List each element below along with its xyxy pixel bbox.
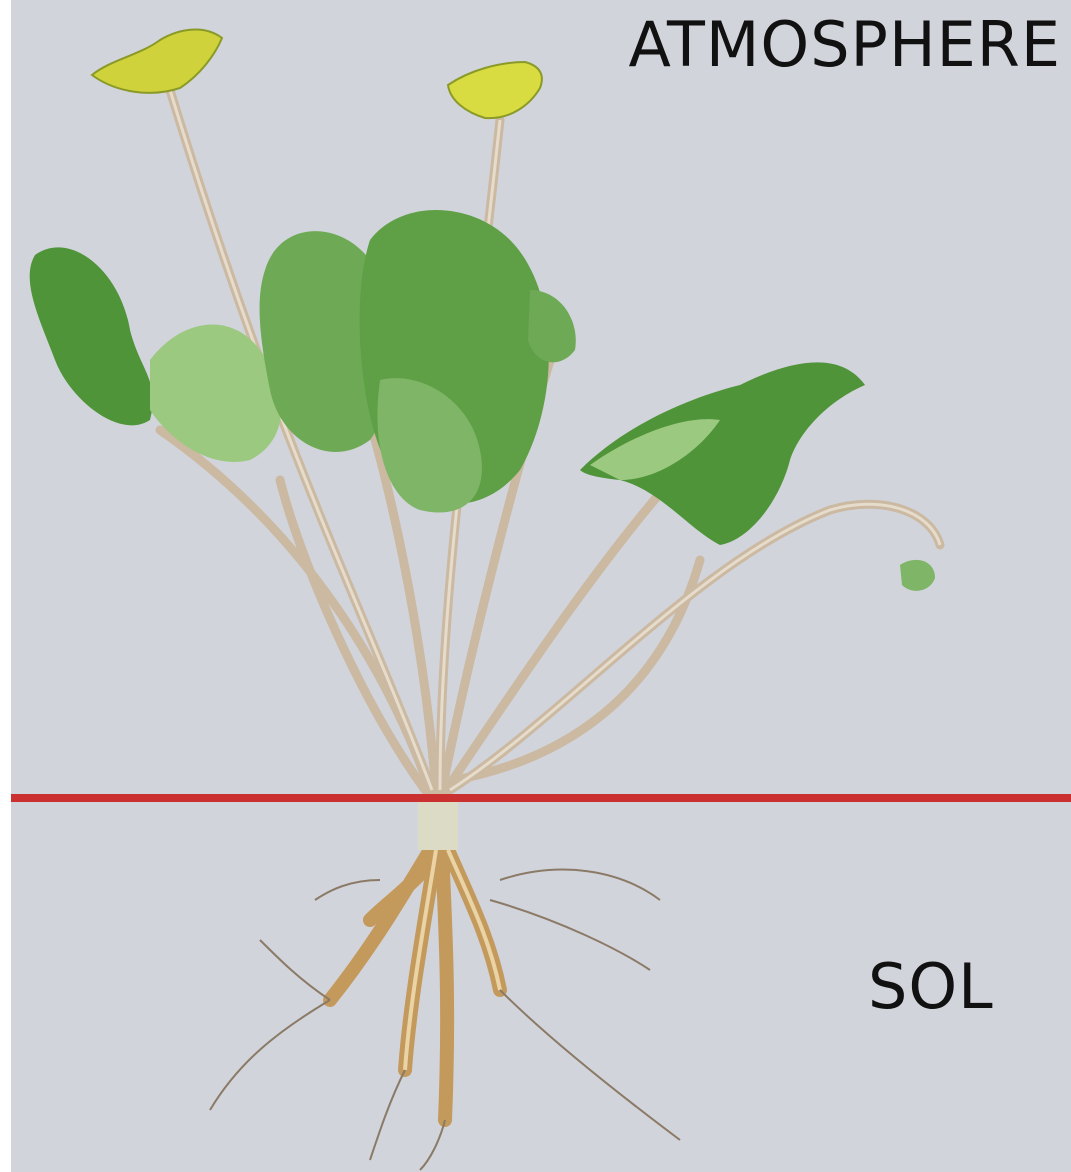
leaves: [30, 210, 935, 591]
soil-label: SOL: [868, 950, 994, 1023]
flower-right: [448, 62, 542, 118]
atmosphere-label: ATMOSPHERE: [628, 8, 1061, 81]
flower-left: [92, 30, 222, 93]
ground-line: [11, 794, 1071, 802]
leaf-small-right: [528, 290, 576, 362]
flowers: [92, 30, 542, 119]
stems: [160, 90, 940, 790]
stem-base: [418, 800, 458, 850]
leaf-left: [30, 247, 153, 425]
leaf-bud: [900, 560, 935, 591]
